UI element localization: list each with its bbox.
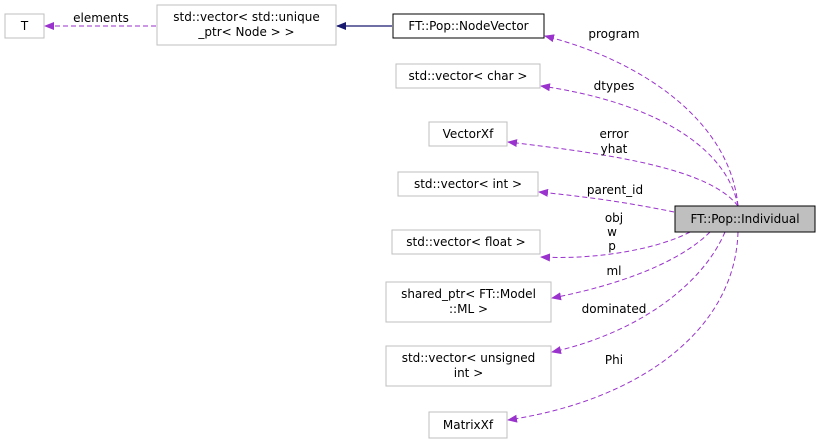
node-vector-unique-ptr-label-2: _ptr< Node > >	[197, 25, 294, 39]
edge-parent-id	[538, 188, 675, 213]
node-vector-unique-ptr[interactable]: std::vector< std::unique _ptr< Node > >	[156, 4, 337, 46]
node-vector-unique-ptr-label-1: std::vector< std::unique	[173, 10, 319, 24]
node-shared-ptr-ml[interactable]: shared_ptr< FT::Model ::ML >	[385, 281, 552, 323]
node-vector-float-label: std::vector< float >	[406, 235, 525, 249]
edge-phi	[507, 231, 739, 423]
node-vector-unsigned-label-2: int >	[454, 366, 484, 380]
edge-label-obj: obj	[605, 211, 623, 225]
node-individual-label: FT::Pop::Individual	[690, 212, 799, 226]
node-vector-xf-label: VectorXf	[443, 127, 494, 141]
edge-label-phi: Phi	[605, 353, 623, 367]
node-individual[interactable]: FT::Pop::Individual	[674, 205, 816, 233]
edge-label-program: program	[588, 27, 639, 41]
node-vector-int[interactable]: std::vector< int >	[397, 171, 539, 197]
node-matrix-xf[interactable]: MatrixXf	[428, 411, 508, 439]
edge-label-error: error	[599, 127, 628, 141]
edge-label-ml: ml	[606, 264, 621, 278]
edge-obj-w-p	[540, 231, 691, 262]
node-t-label: T	[20, 19, 29, 33]
edge-program	[544, 34, 739, 207]
edge-label-dtypes: dtypes	[594, 79, 635, 93]
edge-label-elements: elements	[73, 11, 129, 25]
edge-error-yhat	[507, 139, 739, 207]
node-t[interactable]: T	[4, 13, 45, 39]
node-shared-ptr-ml-label-1: shared_ptr< FT::Model	[401, 287, 536, 301]
edge-dominated	[551, 231, 726, 354]
edge-label-dominated: dominated	[582, 302, 647, 316]
edge-label-w: w	[607, 225, 617, 239]
edge-label-yhat: yhat	[601, 142, 628, 156]
node-vector-unsigned-label-1: std::vector< unsigned	[402, 351, 536, 365]
node-vector-float[interactable]: std::vector< float >	[391, 229, 541, 255]
node-vector-xf[interactable]: VectorXf	[428, 121, 508, 147]
edge-label-parent-id: parent_id	[587, 183, 643, 197]
edge-dtypes	[540, 83, 739, 207]
node-vector-unsigned[interactable]: std::vector< unsigned int >	[385, 345, 552, 387]
node-vector-int-label: std::vector< int >	[414, 177, 522, 191]
node-node-vector-label: FT::Pop::NodeVector	[408, 19, 528, 33]
edge-ml	[551, 231, 711, 301]
node-vector-char-label: std::vector< char >	[409, 69, 528, 83]
node-vector-char[interactable]: std::vector< char >	[395, 63, 541, 89]
node-shared-ptr-ml-label-2: ::ML >	[449, 302, 488, 316]
edge-label-p: p	[608, 239, 616, 253]
node-node-vector[interactable]: FT::Pop::NodeVector	[392, 13, 545, 39]
node-matrix-xf-label: MatrixXf	[443, 418, 494, 432]
